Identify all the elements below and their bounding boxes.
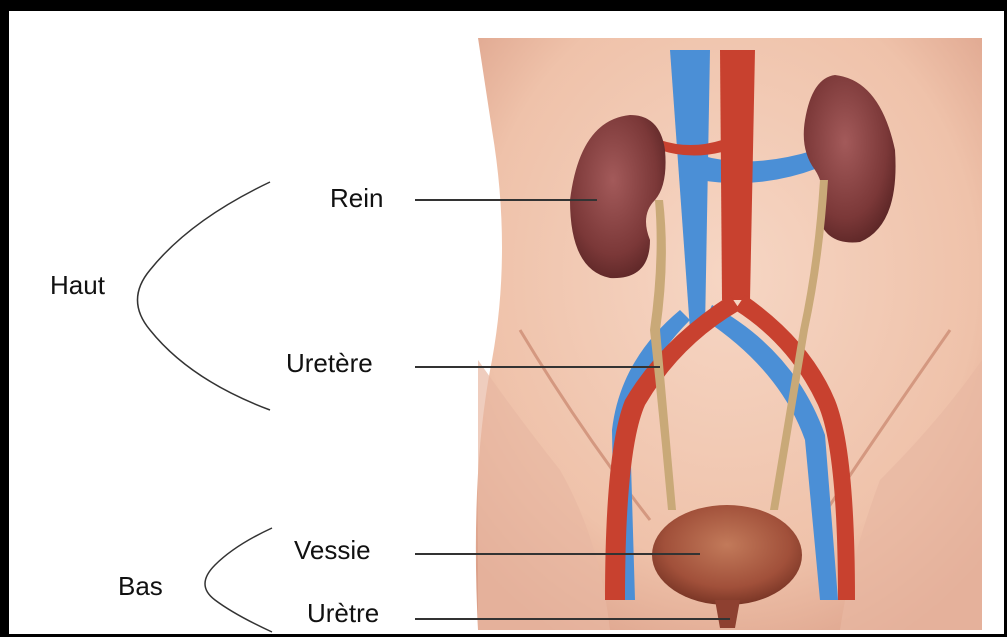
group-label-bas: Bas [118, 573, 163, 599]
label-rein: Rein [330, 185, 383, 211]
aorta [720, 50, 755, 300]
bracket-bas [205, 528, 272, 632]
group-label-haut: Haut [50, 272, 105, 298]
label-vessie: Vessie [294, 537, 371, 563]
label-uretere: Uretère [286, 350, 373, 376]
label-uretre: Urètre [307, 600, 379, 626]
bracket-haut [138, 182, 271, 410]
